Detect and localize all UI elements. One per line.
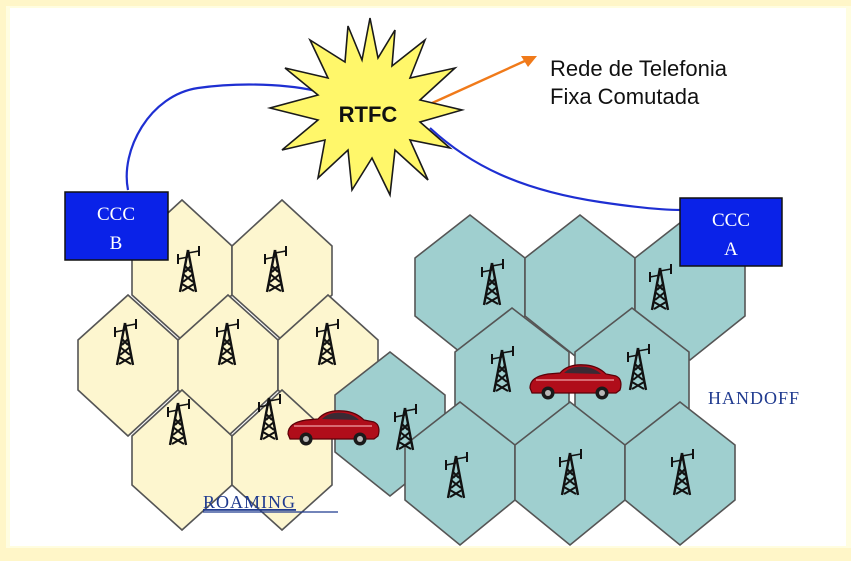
ccc-a-box: CCC A: [679, 197, 783, 267]
cell-hexagon: [231, 198, 333, 342]
bottom-border: [0, 548, 851, 561]
link-ccc-a: [429, 127, 683, 212]
network-label-line2: Fixa Comutada: [550, 84, 700, 109]
ccc-a-line2: A: [724, 239, 738, 260]
ccc-a-line1: CCC: [712, 210, 750, 231]
roaming-label: ROAMING: [203, 492, 296, 512]
link-ccc-b: [125, 83, 321, 191]
top-border: [0, 0, 851, 6]
left-border: [0, 0, 6, 561]
rtfc-switch: RTFC: [266, 17, 466, 198]
ccc-b-line2: B: [110, 233, 123, 254]
switch-label: RTFC: [339, 102, 398, 127]
ccc-b-line1: CCC: [97, 204, 135, 225]
network-label-line1: Rede de Telefonia: [550, 56, 728, 81]
arrowhead-icon: [521, 56, 537, 67]
ccc-b-box: CCC B: [64, 191, 169, 261]
handoff-label: HANDOFF: [708, 388, 800, 408]
network-arrow: [429, 58, 528, 106]
